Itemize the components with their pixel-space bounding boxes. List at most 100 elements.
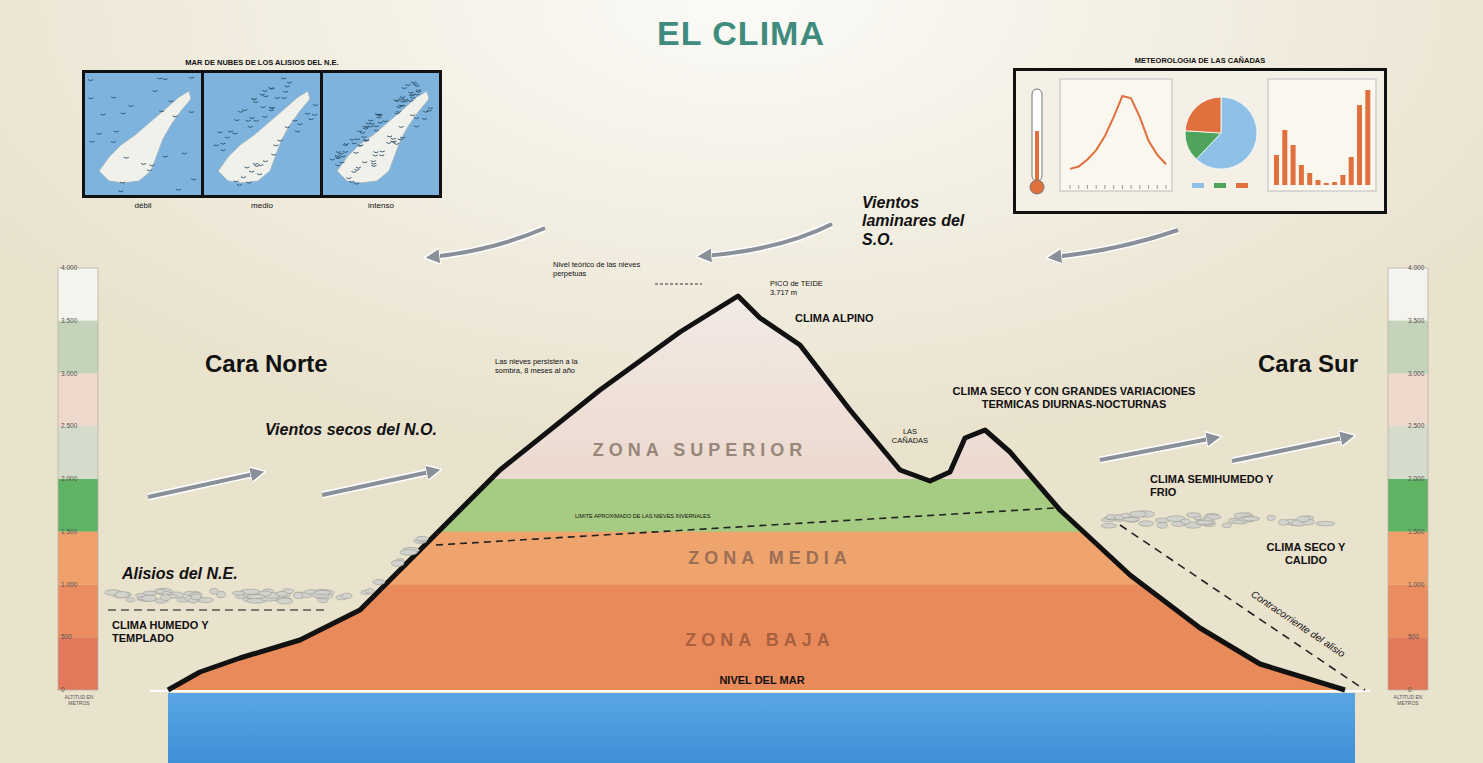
cloud-puff bbox=[294, 592, 303, 598]
cloud-mark bbox=[414, 118, 419, 119]
map-panel: medio bbox=[204, 73, 320, 211]
altitude-number: 2.000 bbox=[1408, 475, 1424, 482]
temperature-line bbox=[1070, 96, 1166, 169]
scale-band bbox=[1388, 532, 1428, 585]
line-chart-box bbox=[1060, 79, 1172, 191]
scale-band bbox=[1388, 637, 1428, 690]
cloud-mark bbox=[402, 88, 407, 89]
cloud-mark bbox=[368, 120, 373, 121]
cloud-mark bbox=[340, 162, 345, 163]
cloud-mark bbox=[411, 82, 416, 83]
cloud-mark bbox=[233, 133, 238, 134]
cloud-mark bbox=[376, 117, 381, 118]
cloud-mark bbox=[221, 150, 226, 151]
cloud-mark bbox=[371, 161, 376, 162]
island-map bbox=[323, 73, 439, 195]
cloud-mark bbox=[364, 140, 369, 141]
cloud-puff bbox=[276, 592, 288, 597]
scale-band bbox=[1388, 585, 1428, 638]
cloud-mark bbox=[157, 78, 162, 79]
cloud-mark bbox=[260, 107, 265, 108]
place-label: LAS CAÑADAS bbox=[890, 428, 930, 445]
cloud-puff bbox=[126, 598, 135, 602]
island-shape bbox=[99, 91, 191, 183]
cloud-mark bbox=[262, 90, 267, 91]
altitude-number: 500 bbox=[61, 633, 72, 640]
cloud-mark bbox=[252, 99, 257, 100]
cloud-mark bbox=[90, 141, 95, 142]
scale-outline bbox=[58, 268, 98, 690]
cloud-puff bbox=[143, 591, 156, 595]
axis-tick bbox=[1096, 185, 1097, 189]
wind-arrow-outline bbox=[704, 224, 832, 256]
map-sea bbox=[85, 73, 201, 195]
altitude-number: 2.000 bbox=[61, 475, 77, 482]
cloud-puff bbox=[1101, 523, 1116, 528]
scale-band bbox=[1388, 426, 1428, 479]
cloud-mark bbox=[159, 111, 164, 112]
cloud-mark bbox=[354, 169, 359, 170]
cloud-mark bbox=[392, 142, 397, 143]
precipitation-bar bbox=[1282, 130, 1287, 185]
scale-band bbox=[58, 321, 98, 374]
scale-band bbox=[58, 479, 98, 532]
altitude-number: 3.000 bbox=[1408, 370, 1424, 377]
axis-tick bbox=[1122, 185, 1123, 189]
cloud-puff bbox=[1267, 515, 1275, 520]
map-panel: intenso bbox=[323, 73, 439, 211]
altitude-scale bbox=[58, 268, 98, 690]
altitude-number: 2.500 bbox=[1408, 422, 1424, 429]
pie-chart bbox=[1185, 97, 1257, 169]
cloud-mark bbox=[152, 91, 157, 92]
cloud-mark bbox=[406, 85, 411, 86]
scale-band bbox=[1388, 374, 1428, 427]
cloud-mark bbox=[269, 88, 274, 89]
meteo-charts bbox=[1016, 71, 1384, 211]
scale-band bbox=[1388, 321, 1428, 374]
scale-unit: ALTITUD EN METROS bbox=[55, 695, 103, 707]
perpetual-snow-level bbox=[655, 284, 702, 285]
climate-label: CLIMA SECO Y CALIDO bbox=[1258, 541, 1354, 566]
wind-label: Alisios del N.E. bbox=[122, 565, 238, 583]
cloud-mark bbox=[364, 140, 369, 141]
cloud-mark bbox=[336, 158, 341, 159]
altitude-number: 0 bbox=[61, 686, 65, 693]
precipitation-bar bbox=[1349, 157, 1354, 185]
note: Nivel teórico de las nieves perpetuas bbox=[553, 261, 653, 278]
cloud-mark bbox=[415, 94, 420, 95]
cloud-mark bbox=[250, 117, 255, 118]
altitude-number: 1.500 bbox=[1408, 528, 1424, 535]
climate-label: CLIMA ALPINO bbox=[795, 312, 874, 325]
precipitation-bar bbox=[1274, 155, 1279, 185]
cloud-puff bbox=[277, 598, 293, 604]
cloud-mark bbox=[234, 181, 239, 182]
cloud-mark bbox=[422, 118, 427, 119]
cloud-puff bbox=[160, 595, 171, 601]
cloud-mark bbox=[378, 122, 383, 123]
cloud-puff bbox=[1222, 523, 1231, 528]
island-shape bbox=[218, 91, 310, 183]
axis-tick bbox=[1104, 185, 1105, 189]
cloud-mark bbox=[408, 100, 413, 101]
panel-heading: MAR DE NUBES DE LOS ALISIOS DEL N.E. bbox=[82, 58, 442, 67]
map-caption: medio bbox=[204, 201, 320, 211]
precipitation-bar bbox=[1307, 173, 1312, 185]
cloud-mark bbox=[262, 116, 267, 117]
cloud-mark bbox=[361, 136, 366, 137]
cloud-mark bbox=[218, 132, 223, 133]
wind-arrow bbox=[432, 228, 545, 257]
cloud-mark bbox=[373, 155, 378, 156]
cloud-mark bbox=[375, 114, 380, 115]
zone-lower bbox=[160, 585, 1360, 695]
cloud-mark bbox=[191, 179, 196, 180]
zone-middle bbox=[160, 532, 1360, 585]
cloud-mark bbox=[408, 92, 413, 93]
cloud-mark bbox=[169, 101, 174, 102]
precipitation-bar bbox=[1332, 182, 1337, 185]
cloud-mark bbox=[287, 82, 292, 83]
cloud-mark bbox=[257, 174, 262, 175]
cloud-mark bbox=[283, 91, 288, 92]
cloud-mark bbox=[409, 95, 414, 96]
wind-arrow bbox=[322, 471, 434, 495]
